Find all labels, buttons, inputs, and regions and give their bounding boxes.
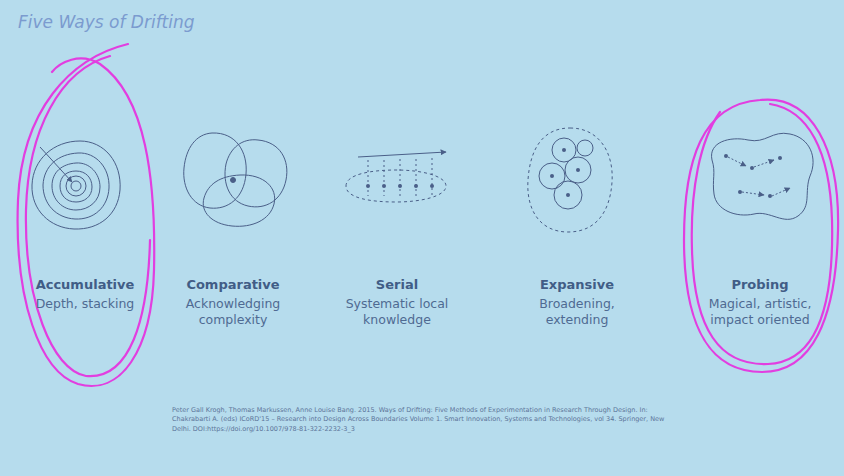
method-description: Broadening, extending xyxy=(522,296,632,327)
method-name: Expansive xyxy=(502,277,652,292)
citation: Peter Gall Krogh, Thomas Markussen, Anne… xyxy=(172,406,672,434)
method-name: Probing xyxy=(685,277,835,292)
method-name: Accumulative xyxy=(10,277,160,292)
diagram-title: Five Ways of Drifting xyxy=(18,12,195,32)
method-description: Magical, artistic, impact oriented xyxy=(699,296,821,327)
method-name: Comparative xyxy=(158,277,308,292)
method-description: Systematic local knowledge xyxy=(337,296,457,327)
method-description: Depth, stacking xyxy=(25,296,145,312)
method-name: Serial xyxy=(322,277,472,292)
method-description: Acknowledging complexity xyxy=(173,296,293,327)
